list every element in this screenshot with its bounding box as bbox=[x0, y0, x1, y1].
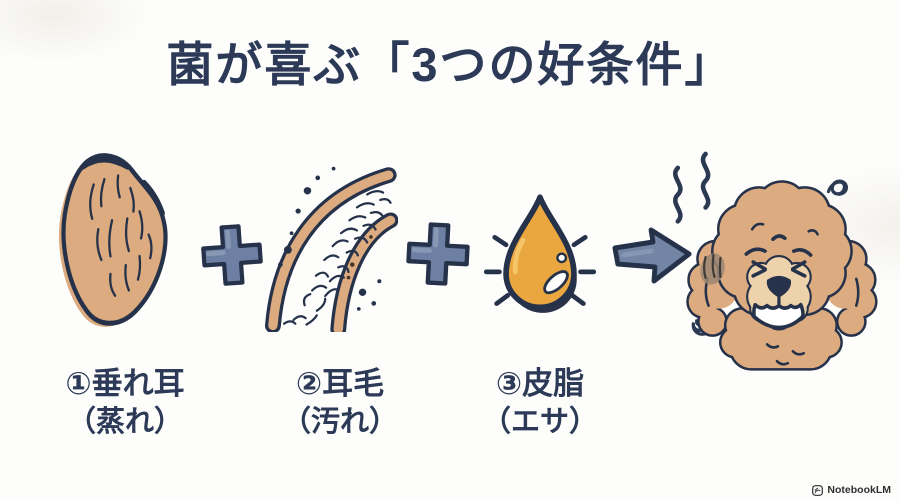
plus-operator-icon bbox=[406, 222, 470, 286]
canal-dirt-dots bbox=[346, 235, 373, 280]
arrow-right-icon bbox=[612, 227, 692, 284]
plus-operator-icon bbox=[201, 224, 263, 286]
canal-walls bbox=[265, 167, 398, 332]
grimacing-mouth bbox=[752, 302, 805, 330]
drop-shine-rays bbox=[483, 235, 597, 306]
item-3-subtitle: （エサ） bbox=[481, 405, 598, 438]
page-title: 菌が喜ぶ「3つの好条件」 bbox=[166, 38, 734, 91]
droopy-ear-icon bbox=[58, 153, 168, 327]
watermark: NotebookLM bbox=[812, 484, 891, 496]
ear-canal-hair-icon bbox=[265, 166, 398, 332]
squinting-eyes bbox=[744, 234, 813, 278]
head-fur-marks bbox=[750, 222, 819, 236]
plus-highlight bbox=[206, 229, 231, 257]
ear-dirt-patch bbox=[700, 253, 725, 285]
canal-hair-squiggles bbox=[283, 190, 392, 326]
item-2-label: ②耳毛 （汚れ） bbox=[250, 364, 430, 441]
dog-nose bbox=[766, 275, 792, 298]
ear-hair-strokes bbox=[89, 174, 153, 297]
annoyance-scribble-icon bbox=[826, 179, 848, 196]
odor-squiggle-lines bbox=[673, 151, 711, 224]
plus-shape bbox=[406, 222, 470, 286]
item-1-label: ①垂れ耳 （蒸れ） bbox=[35, 364, 215, 441]
item-3-title: ③皮脂 bbox=[495, 366, 585, 401]
drop-highlight bbox=[543, 270, 569, 295]
drop-highlight-dot bbox=[556, 252, 568, 264]
watermark-text: NotebookLM bbox=[827, 484, 891, 496]
item-1-subtitle: （蒸れ） bbox=[66, 405, 183, 438]
poodle-body-group bbox=[686, 180, 878, 371]
plus-shape bbox=[201, 224, 263, 286]
item-3-label: ③皮脂 （エサ） bbox=[450, 364, 630, 441]
plus-highlight bbox=[411, 227, 439, 254]
sebum-drop-icon bbox=[483, 194, 597, 313]
drop-sheen bbox=[512, 237, 526, 275]
arrow-shape bbox=[612, 227, 692, 284]
notebooklm-logo-icon bbox=[812, 484, 824, 496]
smelly-poodle-icon bbox=[673, 151, 878, 371]
item-2-title: ②耳毛 bbox=[295, 366, 385, 401]
item-2-subtitle: （汚れ） bbox=[281, 405, 398, 438]
arrow-highlight bbox=[621, 248, 654, 258]
ear-outline bbox=[61, 153, 168, 326]
chest-fur-marks bbox=[765, 343, 806, 366]
ear-accent-strokes bbox=[80, 156, 165, 217]
item-1-title: ①垂れ耳 bbox=[65, 366, 185, 401]
canal-debris-dots bbox=[278, 166, 382, 311]
